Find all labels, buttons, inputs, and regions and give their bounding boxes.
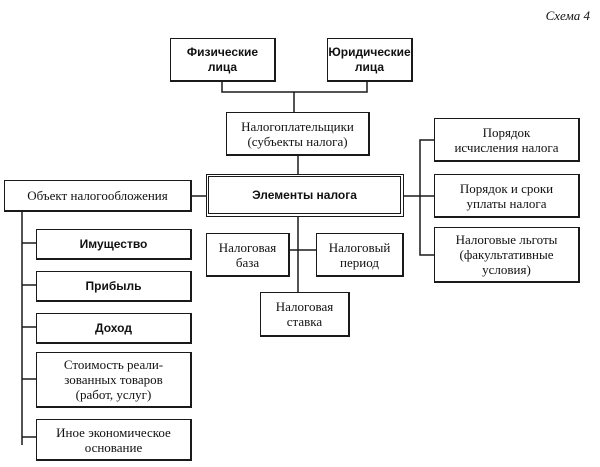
node-taxation-object: Объект налогообложения xyxy=(4,180,192,212)
node-profit: Прибыль xyxy=(36,271,192,302)
node-payment-terms: Порядок и сроки уплаты налога xyxy=(434,174,580,218)
node-tax-elements: Элементы налога xyxy=(206,174,404,217)
node-legal-persons: Юридические лица xyxy=(327,38,413,82)
node-tax-benefits: Налоговые льготы (факультативные условия… xyxy=(434,227,580,283)
node-income: Доход xyxy=(36,313,192,344)
node-other-basis: Иное экономическое основание xyxy=(36,419,192,461)
node-tax-rate: Налоговая ставка xyxy=(260,292,350,337)
connector-right-bracket xyxy=(419,139,434,256)
node-physical-persons: Физические лица xyxy=(170,38,276,82)
node-calc-order: Порядок исчисления налога xyxy=(434,118,580,162)
node-property: Имущество xyxy=(36,229,192,260)
node-taxpayers: Налогоплательщики (субъекты налога) xyxy=(226,112,370,156)
scheme-label: Схема 4 xyxy=(545,8,590,23)
node-tax-period: Налоговый период xyxy=(316,233,404,277)
node-tax-base: Налоговая база xyxy=(206,233,290,277)
node-goods-cost: Стоимость реали- зованных товаров (работ… xyxy=(36,352,192,408)
